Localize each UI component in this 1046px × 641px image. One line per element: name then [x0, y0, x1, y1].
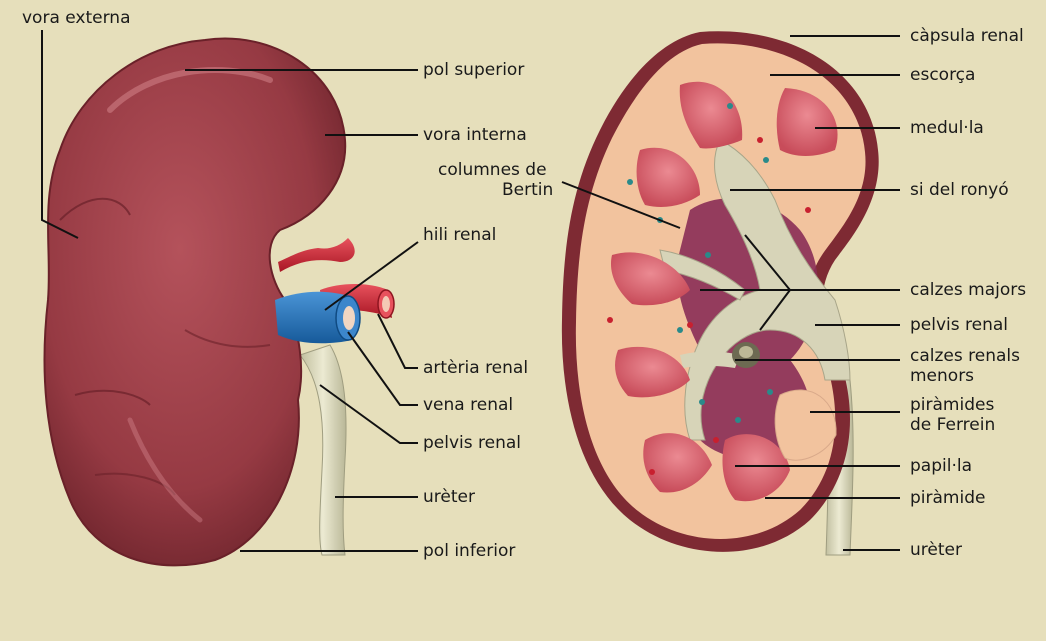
- label-si-ronyo: si del ronyó: [910, 180, 1009, 200]
- label-columnes-bertin-line1: columnes de: [438, 160, 547, 180]
- label-vora-interna: vora interna: [423, 125, 527, 145]
- label-ureter-left: urèter: [423, 487, 475, 507]
- label-columnes-bertin-line2: Bertin: [502, 180, 554, 200]
- label-hili-renal: hili renal: [423, 225, 497, 245]
- label-vora-externa: vora externa: [22, 8, 131, 28]
- label-piramide: piràmide: [910, 488, 986, 508]
- left-kidney-exterior: [43, 37, 347, 567]
- label-calzes-menors-line2: menors: [910, 366, 975, 386]
- label-calzes-menors-line1: calzes renals: [910, 346, 1020, 366]
- renal-vein-left: [275, 291, 361, 344]
- label-ureter-right: urèter: [910, 540, 962, 560]
- leader-lines: [41, 30, 900, 552]
- label-escorca: escorça: [910, 65, 976, 85]
- label-piramides-ferrein-line1: piràmides: [910, 395, 995, 415]
- label-pelvis-renal-right: pelvis renal: [910, 315, 1009, 335]
- label-vena-renal: vena renal: [423, 395, 514, 415]
- label-piramides-ferrein-line2: de Ferrein: [910, 415, 996, 435]
- label-pelvis-renal-left: pelvis renal: [423, 433, 522, 453]
- label-pol-superior: pol superior: [423, 60, 525, 80]
- label-papilla: papil·la: [910, 456, 972, 476]
- label-capsula-renal: càpsula renal: [910, 26, 1024, 46]
- left-ureter: [299, 344, 347, 556]
- label-calzes-majors: calzes majors: [910, 280, 1027, 300]
- label-arteria-renal: artèria renal: [423, 358, 529, 378]
- label-medulla: medul·la: [910, 118, 984, 138]
- label-pol-inferior: pol inferior: [423, 541, 516, 561]
- right-kidney-section: [561, 31, 879, 552]
